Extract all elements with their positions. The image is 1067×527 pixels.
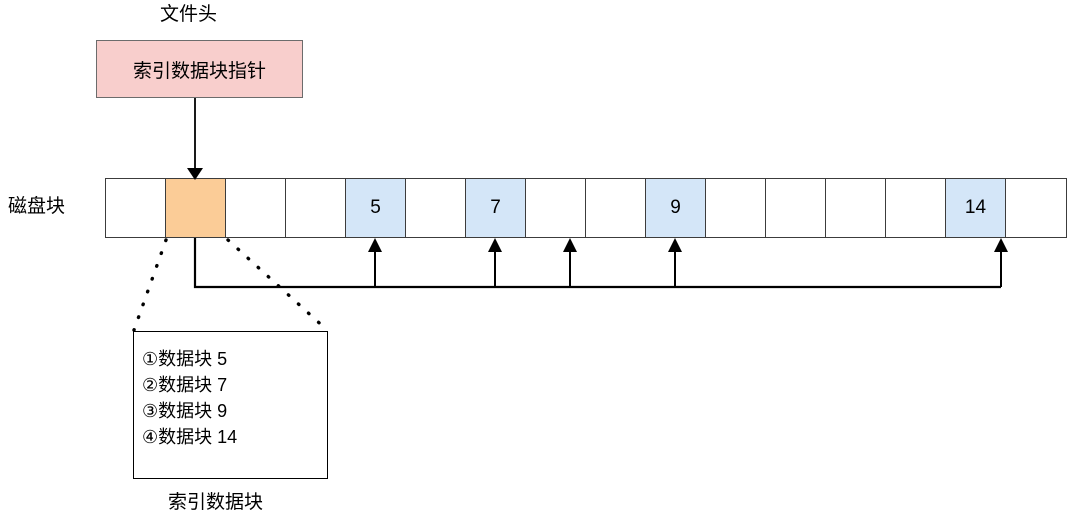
disk-block-cell-data: 9 [646,179,706,237]
disk-block-cell [766,179,826,237]
disk-block-cell [826,179,886,237]
index-entry-marker: ③ [142,401,159,421]
index-entry-text: 数据块 9 [158,401,228,421]
index-entry-marker: ② [142,375,159,395]
disk-block-cell-index [166,179,226,237]
pointer-arrow-to-block-14 [994,238,1008,287]
disk-block-cell-data: 5 [346,179,406,237]
index-entry-row: ④数据块 14 [142,424,327,450]
index-entry-row: ②数据块 7 [142,372,327,398]
file-header-label: 文件头 [160,4,218,25]
expand-leader-left [132,238,168,332]
disk-block-cell [226,179,286,237]
disk-block-cell [1006,179,1066,237]
disk-block-cell [706,179,766,237]
index-block-bus-line [193,238,1001,289]
index-block-pointer-text: 索引数据块指针 [132,60,266,82]
pointer-arrow-to-block-5 [368,238,382,287]
pointer-arrow-to-block-9 [668,238,682,287]
disk-block-row: 5 7 9 14 [105,178,1067,238]
index-block-pointer-box: 索引数据块指针 [96,40,303,98]
disk-block-cell [526,179,586,237]
index-data-block-box: ①数据块 5 ②数据块 7 ③数据块 9 ④数据块 14 [133,331,328,479]
disk-block-cell [286,179,346,237]
index-entry-text: 数据块 5 [158,349,228,369]
index-entry-row: ③数据块 9 [142,398,327,424]
disk-block-cell-data: 14 [946,179,1006,237]
disk-block-cell [586,179,646,237]
disk-block-cell [886,179,946,237]
index-entry-text: 数据块 7 [158,375,228,395]
pointer-arrow-header-to-index-block [187,98,203,180]
index-entry-row: ①数据块 5 [142,346,327,372]
pointer-arrow-to-block-7 [488,238,502,287]
index-entry-marker: ① [142,349,159,369]
disk-block-cell-data: 7 [466,179,526,237]
disk-block-cell [106,179,166,237]
disk-block-row-label: 磁盘块 [8,196,66,217]
disk-block-cell [406,179,466,237]
index-entry-marker: ④ [142,427,159,447]
index-data-block-caption: 索引数据块 [168,492,264,513]
pointer-arrow-to-block-8 [563,238,577,287]
expand-leader-right [226,238,329,332]
index-entry-text: 数据块 14 [158,427,238,447]
